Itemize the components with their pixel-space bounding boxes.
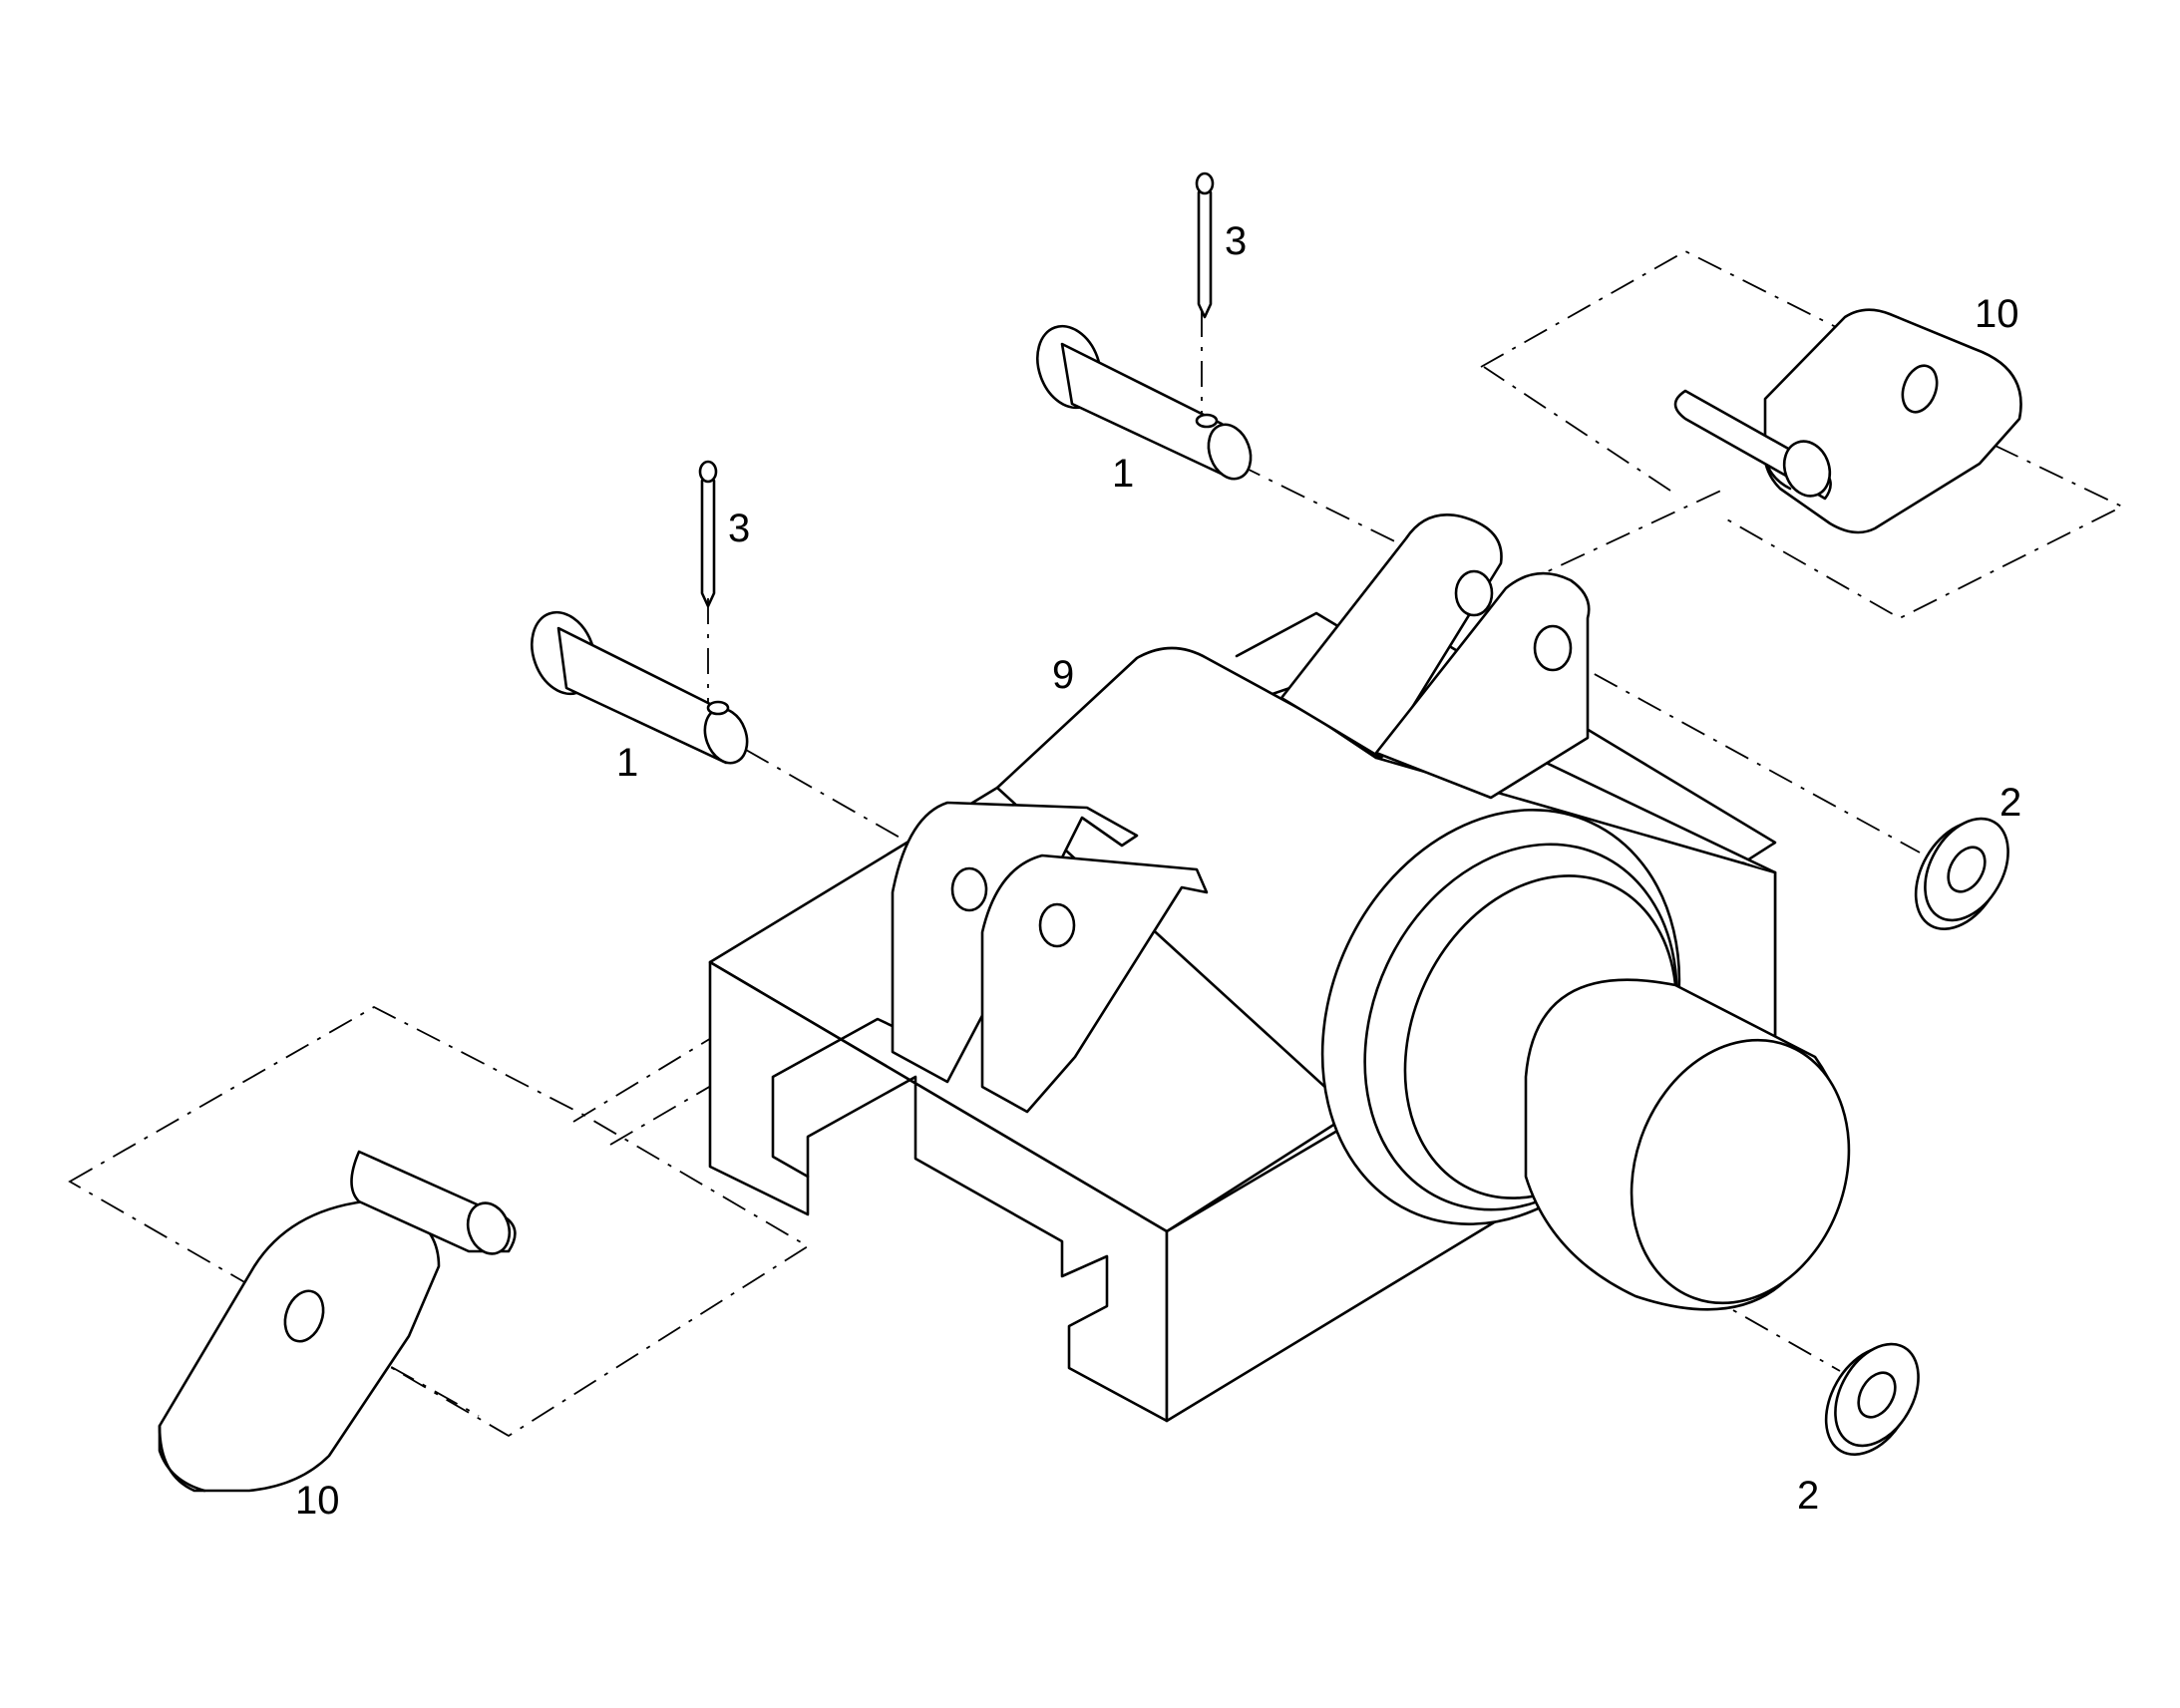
cotter-pin-right <box>1195 171 1215 319</box>
callout-plate-left: 10 <box>295 1479 340 1523</box>
callout-bracket: 9 <box>1052 653 1074 697</box>
callout-labels: 1 1 3 3 9 10 10 2 2 <box>295 219 2021 1523</box>
washer-upper <box>1914 817 2009 931</box>
retaining-plate-left <box>158 1150 517 1493</box>
washer-lower <box>1824 1342 1920 1457</box>
callout-cotter-left: 3 <box>728 507 750 550</box>
callout-pin-right: 1 <box>1112 452 1134 496</box>
clevis-pin-right <box>1036 324 1253 481</box>
bracket-body <box>708 513 1851 1423</box>
callout-plate-right: 10 <box>1975 292 2019 336</box>
callout-pin-left: 1 <box>616 741 638 785</box>
callout-washer-lower: 2 <box>1797 1474 1819 1518</box>
clevis-pin-left <box>531 610 749 765</box>
callout-cotter-right: 3 <box>1225 219 1247 263</box>
callout-washer-upper: 2 <box>1999 781 2021 825</box>
retaining-plate-right <box>1673 308 2022 534</box>
cotter-pin-left <box>698 460 718 608</box>
